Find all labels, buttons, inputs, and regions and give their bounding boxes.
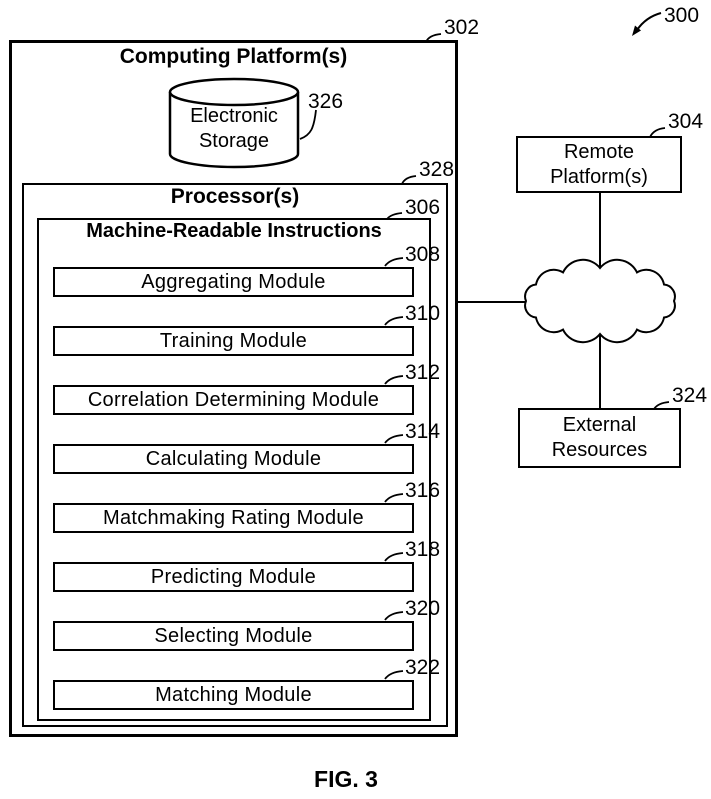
remote-platforms-ref: 304 [668,110,704,133]
network-cloud-icon [524,258,676,344]
module-box-selecting: Selecting Module [53,621,414,651]
processor-box [22,183,448,727]
ref-predicting-module: 318 [405,538,441,561]
external-resources-box: External Resources [518,408,681,468]
electronic-storage-line2: Storage [198,130,270,152]
ref-aggregating-module: 308 [405,243,441,266]
ref-calculating-module: 314 [405,420,441,443]
electronic-storage-label: Electronic Storage [170,104,298,154]
external-resources-ref: 324 [672,384,708,407]
module-box-matchmaking-rating: Matchmaking Rating Module [53,503,414,533]
ref-training-module: 310 [405,302,441,325]
ref-matchmaking-rating-module: 316 [405,479,441,502]
external-resources-line1: External [562,414,637,436]
module-label-matching: Matching Module [155,683,312,706]
remote-platforms-label: Remote Platform(s) [550,140,648,190]
remote-platforms-box: Remote Platform(s) [516,136,682,193]
machine-readable-instructions-title: Machine-Readable Instructions [86,220,382,242]
computing-platform-ref: 302 [444,16,480,39]
module-label-selecting: Selecting Module [154,624,313,647]
module-label-training: Training Module [159,329,308,352]
electronic-storage-line1: Electronic [190,105,278,127]
module-label-predicting: Predicting Module [150,565,317,588]
computing-platform-box [9,40,458,737]
machine-readable-instructions-box [37,218,431,721]
ref-selecting-module: 320 [405,597,441,620]
module-box-calculating: Calculating Module [53,444,414,474]
module-box-aggregating: Aggregating Module [53,267,414,297]
module-box-predicting: Predicting Module [53,562,414,592]
machine-readable-instructions-ref: 306 [405,196,441,219]
module-box-training: Training Module [53,326,414,356]
module-label-aggregating: Aggregating Module [141,270,326,293]
processor-ref: 328 [419,158,455,181]
computing-platform-title: Computing Platform(s) [119,45,348,68]
ref-matching-module: 322 [405,656,441,679]
external-resources-line2: Resources [551,439,648,461]
module-box-correlation-determining: Correlation Determining Module [53,385,414,415]
module-label-calculating: Calculating Module [145,447,322,470]
remote-platforms-line1: Remote [563,140,634,163]
figure-ref: 300 [664,4,700,27]
electronic-storage-ref: 326 [308,90,344,113]
module-box-matching: Matching Module [53,680,414,710]
remote-platforms-line2: Platform(s) [550,165,648,188]
module-label-matchmaking-rating: Matchmaking Rating Module [103,506,364,529]
figure-ref-arrow [636,12,662,31]
figure-ref-arrowhead [632,25,641,36]
module-label-correlation-determining: Correlation Determining Module [87,388,380,411]
figure-caption: FIG. 3 [314,766,378,792]
ref-correlation-determining-module: 312 [405,361,441,384]
external-resources-label: External Resources [552,413,648,463]
processor-title: Processor(s) [170,185,300,208]
